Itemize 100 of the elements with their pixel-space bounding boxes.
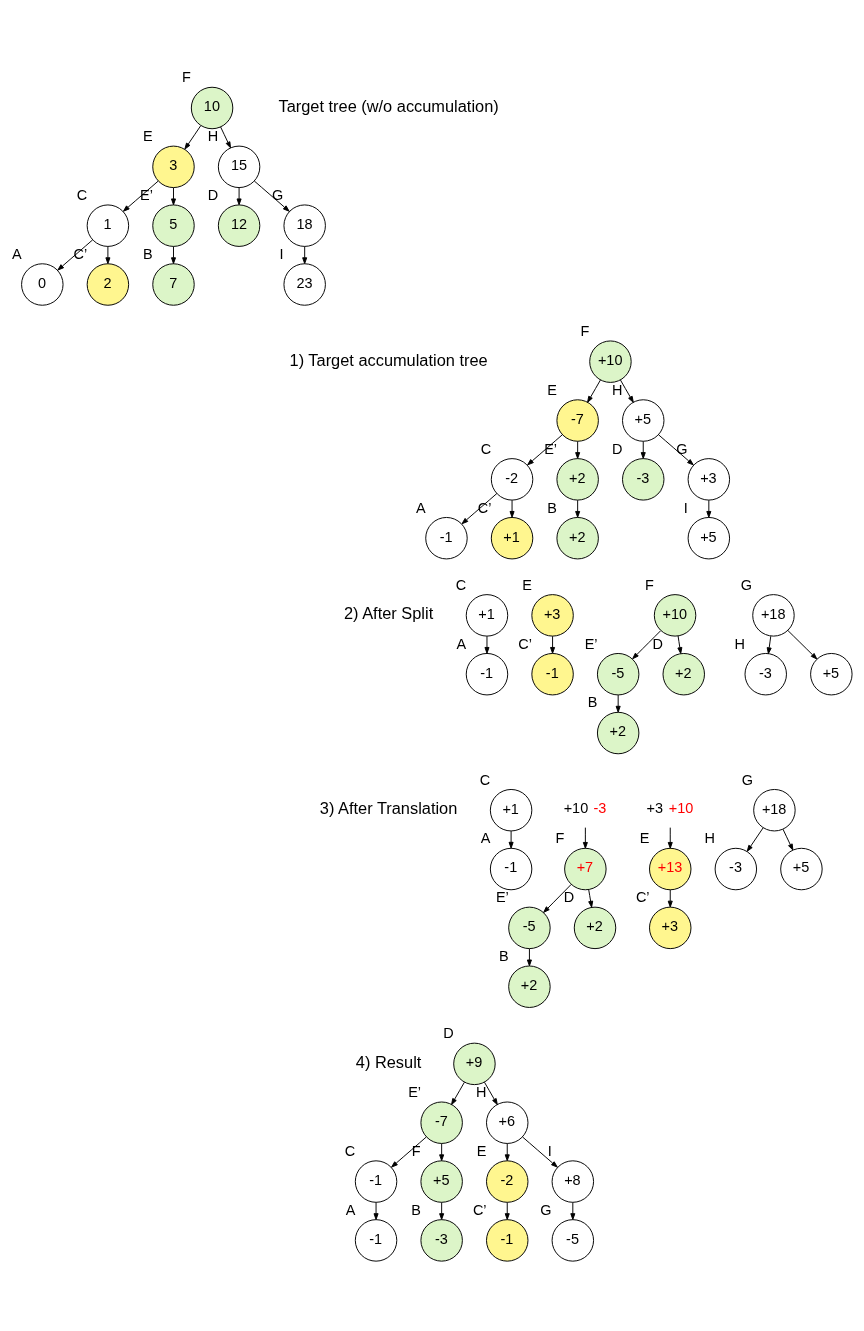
- node-circle: +2: [508, 965, 551, 1008]
- node-label: B: [411, 1201, 421, 1218]
- label: Target tree (w/o accumulation): [278, 96, 499, 115]
- node-circle: -1: [465, 652, 509, 695]
- node-circle: +2: [573, 906, 617, 949]
- arrow: [439, 1142, 445, 1161]
- node-circle: 7: [152, 262, 195, 306]
- node-circle: +5: [687, 516, 731, 559]
- arrow: [439, 1201, 445, 1220]
- node-text: +10 -3: [563, 799, 607, 816]
- arrow: [587, 379, 601, 403]
- arrow: [302, 245, 308, 264]
- node-circle: 15: [217, 145, 261, 188]
- node-circle: -3: [744, 652, 787, 695]
- node-label: H: [704, 829, 716, 846]
- arrow: [509, 499, 515, 518]
- node-label: C’: [518, 635, 532, 652]
- arrow: [526, 947, 532, 966]
- node-label: F: [182, 68, 191, 85]
- node-circle: +6: [486, 1101, 529, 1144]
- arrow: [766, 635, 772, 654]
- node-label: H: [207, 127, 219, 144]
- arrow: [632, 629, 662, 659]
- arrow: [504, 1142, 510, 1161]
- arrow: [236, 186, 242, 205]
- arrow: [171, 245, 176, 264]
- node-label: G: [272, 186, 284, 203]
- node-circle: +13: [649, 847, 692, 890]
- arrow: [615, 694, 621, 713]
- arrow: [123, 180, 159, 212]
- node-label: C: [344, 1142, 356, 1159]
- node-circle: +1: [465, 593, 509, 637]
- node-label: G: [676, 440, 688, 457]
- node-circle: +18: [752, 593, 795, 637]
- node-label: C’: [477, 499, 492, 516]
- node-label: A: [345, 1201, 356, 1218]
- arrow: [451, 1081, 465, 1105]
- node-label: F: [580, 322, 590, 339]
- node-circle: +2: [556, 457, 599, 501]
- node-label: D: [652, 635, 663, 652]
- arrow: [677, 634, 683, 654]
- node-circle: 2: [86, 262, 130, 306]
- arrow: [461, 492, 498, 524]
- node-circle: +3: [531, 593, 574, 637]
- node-circle: +2: [596, 711, 640, 754]
- node-circle: +9: [453, 1042, 496, 1085]
- arrow: [508, 830, 514, 849]
- node-label: B: [587, 693, 598, 710]
- node-circle: +10: [589, 339, 632, 383]
- arrow: [667, 826, 673, 849]
- node-label: H: [475, 1083, 487, 1100]
- node-label: G: [740, 576, 753, 593]
- node-label: D: [443, 1024, 454, 1041]
- arrow: [391, 1135, 427, 1168]
- arrow: [373, 1201, 379, 1220]
- label: 4) Result: [355, 1052, 422, 1071]
- arrow: [105, 245, 111, 264]
- node-label: C: [480, 440, 492, 457]
- node-circle: +5: [780, 847, 823, 890]
- arrow: [504, 1201, 510, 1220]
- node-label: I: [683, 499, 688, 516]
- arrow: [521, 1135, 558, 1168]
- node-label: A: [11, 245, 22, 262]
- arrow: [484, 635, 490, 654]
- node-circle: +5: [420, 1159, 463, 1203]
- arrow: [787, 629, 818, 659]
- node-circle: +3: [649, 906, 692, 949]
- node-label: E’: [584, 635, 598, 652]
- node-circle: -7: [556, 398, 599, 442]
- node-label: C: [479, 771, 491, 788]
- node-circle: 12: [217, 203, 261, 247]
- label: 3) After Translation: [319, 798, 458, 817]
- node-label: F: [645, 576, 654, 593]
- arrow: [184, 124, 202, 149]
- arrow: [543, 883, 572, 913]
- arrow: [706, 499, 712, 518]
- arrow: [550, 635, 556, 654]
- arrow: [575, 440, 581, 459]
- node-label: G: [741, 771, 754, 788]
- node-label: G: [540, 1201, 552, 1218]
- node-label: E’: [544, 440, 558, 457]
- arrow: [527, 433, 563, 465]
- node-circle: -7: [420, 1101, 463, 1144]
- node-circle: 3: [152, 145, 195, 188]
- node-label: D: [611, 440, 623, 457]
- arrow: [746, 826, 764, 852]
- arrow: [575, 499, 581, 518]
- node-label: H: [734, 635, 745, 652]
- node-label: I: [547, 1142, 552, 1159]
- node-label: B: [499, 947, 509, 964]
- node-label: C: [76, 186, 88, 203]
- node-circle: +1: [489, 788, 533, 831]
- node-circle: -1: [531, 652, 574, 695]
- node-label: A: [480, 829, 491, 846]
- arrow: [57, 238, 94, 270]
- node-circle: +1: [490, 516, 534, 559]
- node-label: C’: [472, 1201, 487, 1218]
- node-circle: -3: [622, 457, 665, 501]
- node-label: C’: [73, 245, 88, 262]
- node-circle: +5: [622, 398, 665, 442]
